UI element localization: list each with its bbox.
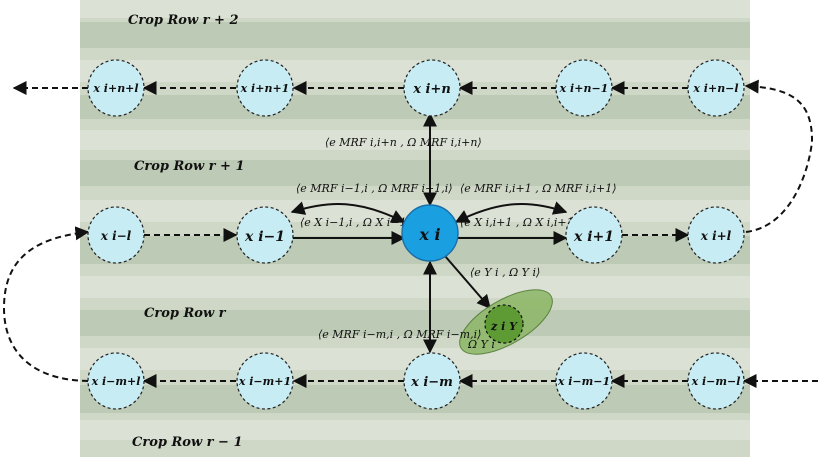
node-top-right-end: x i+n−l: [687, 59, 745, 117]
observation-group: z i Y Ω Y i: [459, 289, 553, 355]
node-mid-left-label: x i−1: [244, 229, 285, 245]
node-top-left-label: x i+n+1: [240, 82, 290, 95]
node-mid-center-label: x i: [418, 225, 440, 244]
node-bot-left-end-label: x i−m+l: [91, 375, 141, 388]
factor-edges: [290, 112, 568, 354]
node-bot-center: x i−m: [403, 352, 461, 410]
edge-obs: [444, 255, 491, 310]
row-label-middle: Crop Row r: [144, 306, 227, 321]
arc-left: [2, 226, 90, 382]
node-mid-right-end-label: x i+l: [700, 229, 732, 243]
node-top-right-end-label: x i+n−l: [692, 82, 738, 95]
row-label-top: Crop Row r + 2: [128, 13, 239, 28]
node-mid-left: x i−1: [236, 206, 294, 264]
node-top-left-end: x i+n+l: [87, 59, 145, 117]
node-bot-left-label: x i−m+1: [238, 375, 291, 388]
label-up-mrf: ⟨e MRF i,i+n , Ω MRF i,i+n⟩: [325, 136, 482, 149]
node-bot-right: x i−m−1: [555, 352, 613, 410]
node-top-left-end-label: x i+n+l: [92, 82, 138, 95]
node-mid-right-label: x i+1: [573, 229, 614, 245]
node-mid-right-end: x i+l: [687, 206, 745, 264]
node-top-center-label: x i+n: [412, 82, 451, 97]
node-top-center: x i+n: [403, 59, 461, 117]
node-top-right-label: x i+n−1: [559, 82, 609, 95]
node-mid-right: x i+1: [565, 206, 623, 264]
node-bot-right-end-label: x i−m−l: [691, 375, 741, 388]
observation-cov-label: Ω Y i: [467, 338, 495, 351]
row-label-upper: Crop Row r + 1: [134, 159, 245, 174]
node-top-left: x i+n+1: [236, 59, 294, 117]
label-down-mrf: ⟨e MRF i−m,i , Ω MRF i−m,i⟩: [318, 328, 481, 341]
label-left-mrf: ⟨e MRF i−1,i , Ω MRF i−1,i⟩: [296, 182, 453, 195]
node-mid-center: x i: [401, 204, 459, 262]
label-obs: ⟨e Y i , Ω Y i⟩: [470, 266, 540, 279]
row-label-bottom: Crop Row r − 1: [132, 435, 243, 450]
node-bot-left-end: x i−m+l: [87, 352, 145, 410]
node-bot-right-end: x i−m−l: [687, 352, 745, 410]
node-bot-right-label: x i−m−1: [557, 375, 610, 388]
observation-node: [484, 304, 524, 344]
arc-right: [744, 79, 814, 233]
chain-edges: [2, 79, 818, 388]
node-top-right: x i+n−1: [555, 59, 613, 117]
edge-left-mrf: [290, 201, 406, 223]
observation-node-label: z i Y: [490, 320, 518, 333]
node-mid-left-end: x i−l: [87, 206, 145, 264]
node-bot-left: x i−m+1: [236, 352, 294, 410]
label-left-x: ⟨e X i−1,i , Ω X i−1,i⟩: [300, 216, 418, 229]
node-bot-center-label: x i−m: [410, 375, 453, 390]
label-right-x: ⟨e X i,i+1 , Ω X i,i+1⟩: [460, 216, 578, 229]
label-right-mrf: ⟨e MRF i,i+1 , Ω MRF i,i+1⟩: [460, 182, 617, 195]
edge-right-mrf: [454, 201, 568, 223]
node-mid-left-end-label: x i−l: [100, 229, 132, 243]
